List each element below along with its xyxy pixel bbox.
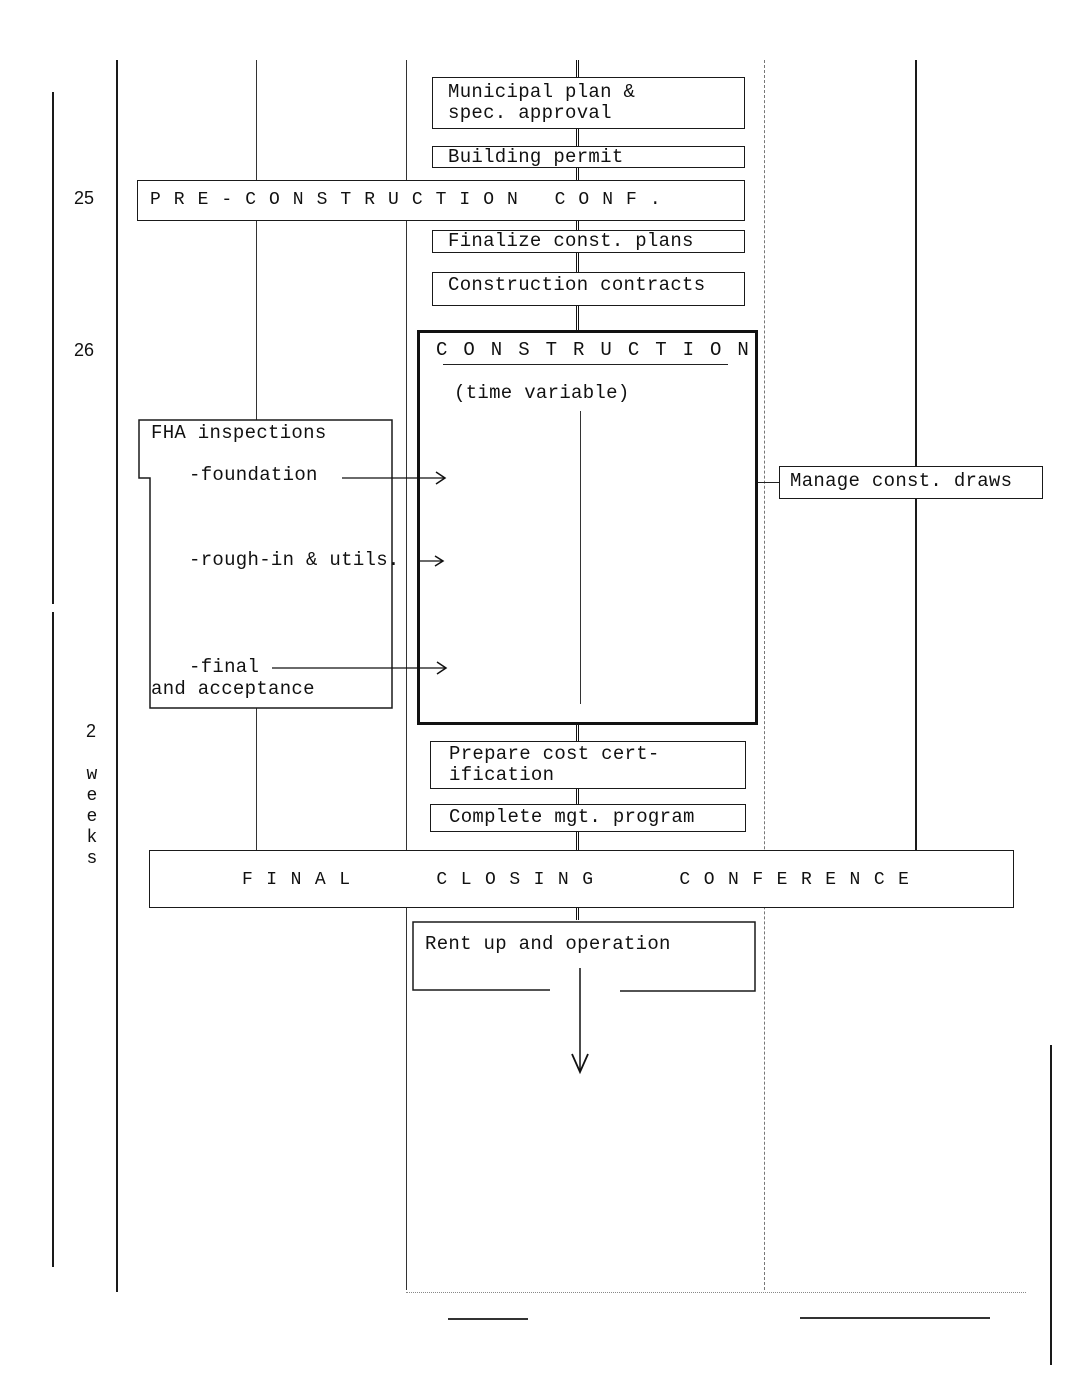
step-finalize-plans-label: Finalize const. plans (448, 230, 694, 252)
fha-inspections-title: FHA inspections (151, 422, 327, 444)
step-municipal-approval-label: Municipal plan & spec. approval (448, 81, 636, 124)
step-complete-mgt-program-label: Complete mgt. program (449, 806, 695, 828)
step-construction[interactable]: CONSTRUCTION (time variable) (417, 330, 758, 725)
step-complete-mgt-program[interactable]: Complete mgt. program (430, 804, 746, 832)
timeline-outer-line-top (52, 92, 54, 604)
connector-manage-draws (758, 482, 780, 483)
step-municipal-approval[interactable]: Municipal plan & spec. approval (432, 77, 745, 129)
construction-title: CONSTRUCTION (436, 339, 765, 361)
lane-divider-4 (764, 60, 765, 1290)
step-construction-contracts[interactable]: Construction contracts (432, 272, 745, 306)
step-construction-contracts-label: Construction contracts (448, 274, 706, 296)
bottom-dotted-line (406, 1292, 1026, 1293)
fha-item-final-continuation: and acceptance (151, 678, 315, 700)
step-building-permit[interactable]: Building permit (432, 146, 745, 168)
bottom-rule-left (448, 1318, 528, 1320)
side-task-manage-draws[interactable]: Manage const. draws (779, 466, 1043, 499)
fha-item-rough-in: -rough-in & utils. (189, 549, 400, 571)
step-rent-up-label: Rent up and operation (425, 933, 671, 955)
step-pre-construction-conf[interactable]: PRE-CONSTRUCTION CONF. (137, 180, 745, 221)
step-final-closing-conf-label: FINAL CLOSING CONFERENCE (242, 870, 923, 890)
step-prepare-cost-cert[interactable]: Prepare cost cert- ification (430, 741, 746, 789)
lane-divider-3 (406, 60, 407, 1290)
step-prepare-cost-cert-label: Prepare cost cert- ification (449, 743, 660, 786)
timeline-outer-line-bottom (52, 612, 54, 1267)
step-finalize-plans[interactable]: Finalize const. plans (432, 230, 745, 253)
side-task-manage-draws-label: Manage const. draws (790, 470, 1013, 492)
construction-inner-line (580, 411, 581, 704)
bottom-rule-right (800, 1317, 990, 1319)
timeline-marker-2: 2 (86, 721, 97, 741)
lane-divider-5 (915, 60, 917, 850)
fha-item-foundation: -foundation (189, 464, 318, 486)
fha-item-final: -final (189, 656, 260, 678)
step-building-permit-label: Building permit (448, 146, 624, 168)
timeline-marker-25: 25 (74, 188, 95, 208)
step-pre-construction-conf-label: PRE-CONSTRUCTION CONF. (150, 190, 674, 210)
construction-note: (time variable) (454, 382, 630, 404)
timeline-weeks-label: weeks (86, 765, 98, 869)
lane-divider-1 (116, 60, 118, 1292)
step-final-closing-conf[interactable]: FINAL CLOSING CONFERENCE (149, 850, 1014, 908)
construction-title-underline (443, 364, 728, 365)
timeline-marker-26: 26 (74, 340, 95, 360)
page-edge-line (1050, 1045, 1052, 1365)
